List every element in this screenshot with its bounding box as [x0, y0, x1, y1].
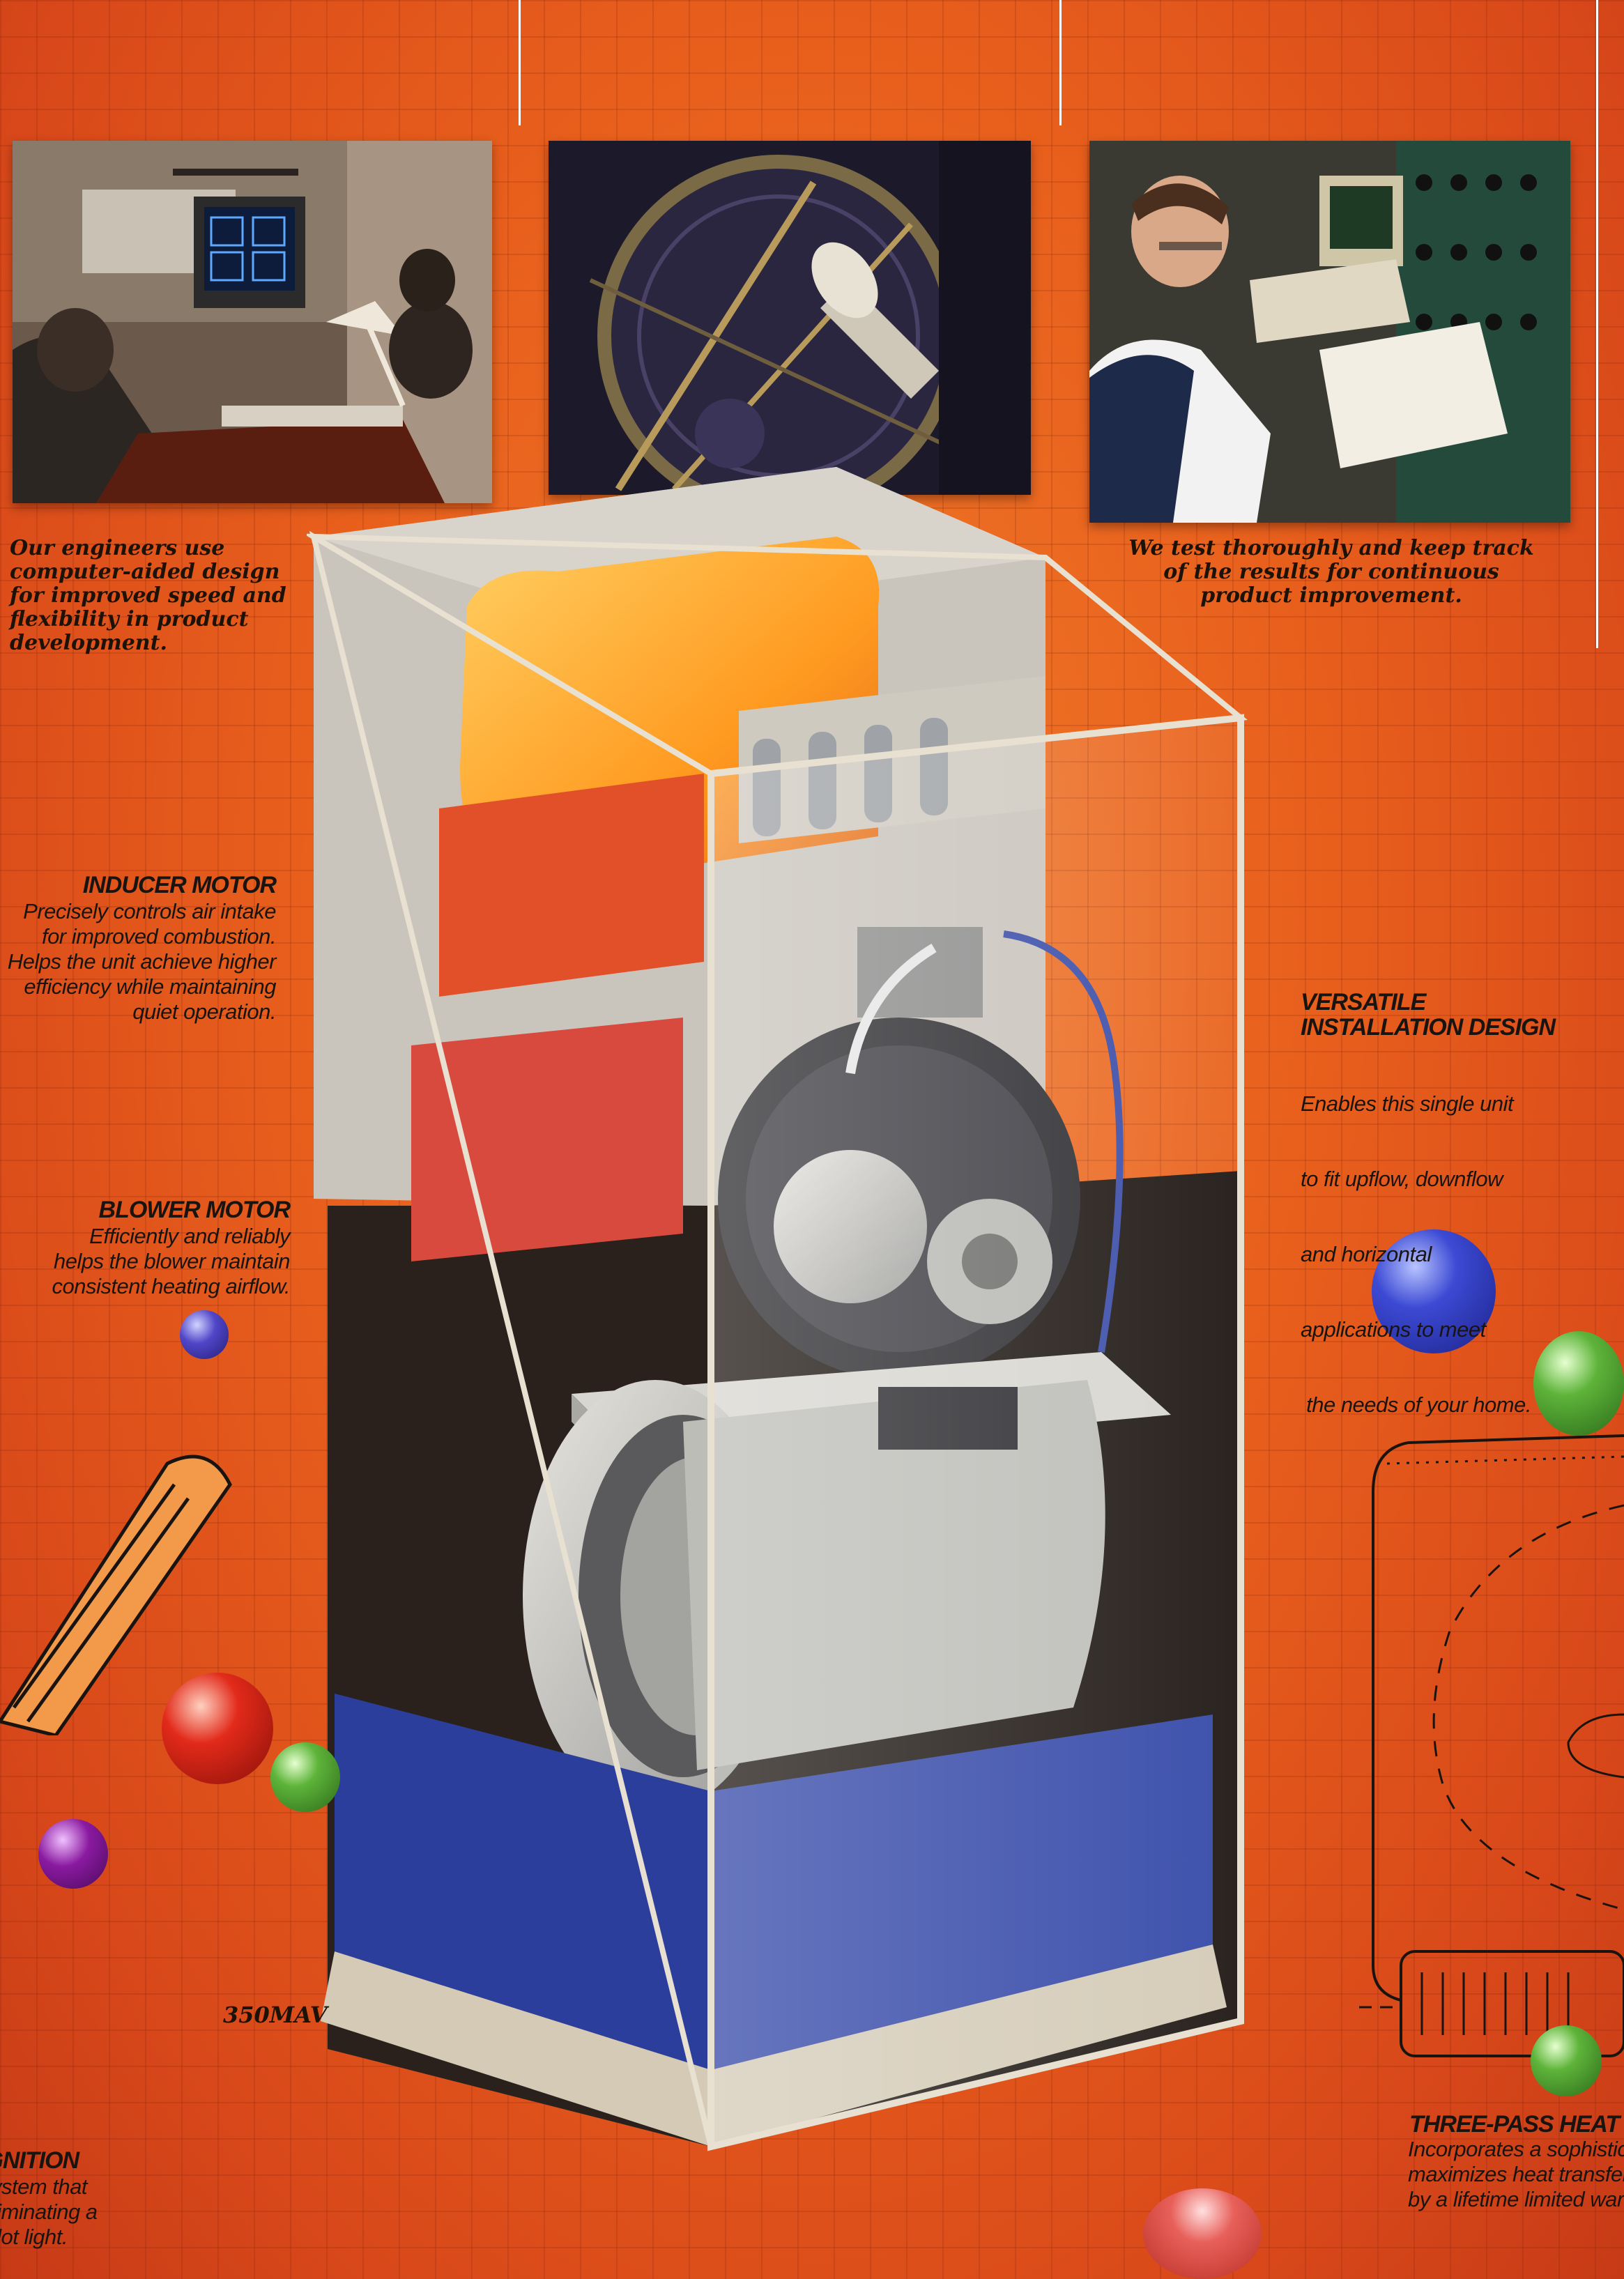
caption-engineers: Our engineers use computer-aided design … — [10, 536, 286, 655]
feature-title-inducer-motor: INDUCER MOTOR — [82, 872, 277, 898]
furnace-cutaway-illustration — [307, 467, 1248, 2151]
feature-title-three-pass-heat-exchanger: THREE-PASS HEAT EXCHANGER — [1409, 2112, 1624, 2137]
decorative-ball-blue — [1372, 1229, 1496, 1353]
decorative-ball-purple-blue — [180, 1310, 229, 1359]
feature-title-blower-motor: BLOWER MOTOR — [98, 1197, 291, 1223]
decorative-ball-green — [1533, 1331, 1624, 1436]
heat-exchanger-outline-drawing — [1359, 1434, 1624, 2057]
photo-test-equipment — [549, 141, 1031, 495]
feature-desc-three-pass-heat-exchanger: Incorporates a sophisticated design that… — [1408, 2137, 1624, 2211]
feature-title-ignition: IGNITION — [0, 2147, 79, 2174]
heat-tube-illustration — [0, 1455, 232, 1735]
caption-testing: We test thoroughly and keep track of the… — [1128, 536, 1534, 608]
photo-engineers-cad — [13, 141, 492, 503]
decorative-ball-green-left — [270, 1742, 340, 1812]
feature-title-versatile-installation: VERSATILE INSTALLATION DESIGN — [1301, 989, 1556, 1041]
decorative-ball-green-small — [1531, 2025, 1602, 2096]
decorative-ball-red — [162, 1673, 273, 1784]
feature-desc-blower-motor: Efficiently and reliably helps the blowe… — [52, 1224, 291, 1298]
decorative-ball-pink — [1143, 2188, 1262, 2279]
photo-technician-testing — [1089, 141, 1570, 523]
feature-desc-versatile-installation: Enables this single unit to fit upflow, … — [1301, 1091, 1531, 1417]
divider-line-right — [1059, 0, 1062, 125]
divider-line-far-right — [1596, 0, 1598, 648]
divider-line-left — [519, 0, 521, 125]
decorative-ball-purple — [38, 1819, 108, 1889]
model-number-label: 350MAV — [223, 2002, 328, 2028]
feature-desc-ignition: system that eliminating a pilot light. — [0, 2174, 98, 2249]
feature-desc-inducer-motor: Precisely controls air intake for improv… — [7, 899, 277, 1024]
